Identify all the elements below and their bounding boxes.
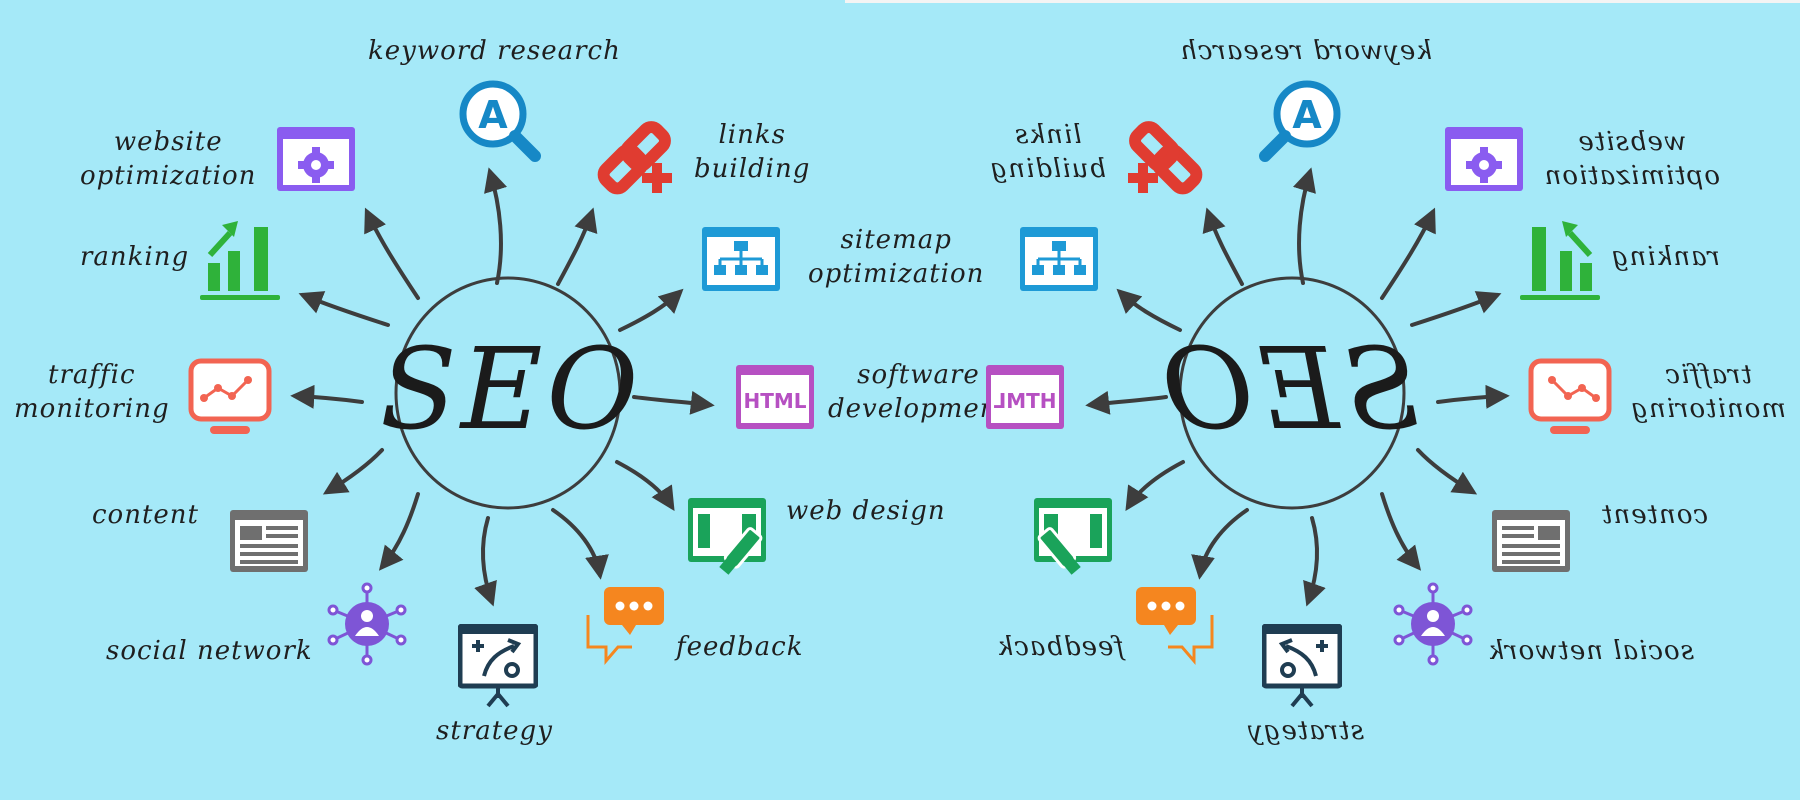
arrow-traffic (290, 384, 364, 409)
svg-text:A: A (1292, 93, 1322, 137)
arrow-sitemap (618, 288, 684, 332)
traffic-monitor-icon-mirrored (1528, 358, 1612, 434)
connector-lines-mirrored (1085, 167, 1510, 607)
arrow-ranking (298, 291, 390, 327)
label-keyword-research: keyword research (368, 36, 621, 66)
arrow-feedback (551, 508, 609, 580)
strategy-board-icon (458, 624, 538, 708)
strategy-board-icon-mirrored (1262, 624, 1342, 708)
html-window-icon: HTML (736, 365, 814, 429)
arrow-webdesign (615, 460, 675, 512)
label-links-building: links building (694, 120, 811, 184)
label-strategy-mirrored: strategy (1247, 716, 1364, 746)
link-chain-icon (597, 121, 672, 195)
connector-lines (290, 167, 715, 607)
label-links-building-mirrored: links building (989, 120, 1106, 184)
social-network-icon-mirrored (1393, 582, 1473, 666)
feedback-chat-icon-mirrored (1136, 587, 1214, 666)
social-network-icon (327, 582, 407, 666)
diagram-left: SEO keyword research website optimizatio… (14, 36, 1008, 746)
html-window-icon-mirrored: HTML (986, 365, 1064, 429)
arrow-links (556, 207, 598, 286)
arrow-content (322, 448, 384, 495)
website-gear-icon-mirrored (1445, 127, 1523, 191)
svg-text:HTML: HTML (993, 389, 1056, 413)
label-ranking: ranking (80, 242, 190, 272)
arrow-social (378, 492, 420, 571)
magnifier-icon: A (459, 80, 541, 162)
label-sitemap-optimization: sitemap optimization (808, 225, 985, 289)
content-page-icon (230, 510, 308, 572)
web-design-brush-icon (688, 498, 766, 575)
arrow-keyword (484, 167, 508, 285)
center-ellipse (394, 276, 622, 510)
center-seo-label: SEO (380, 325, 643, 455)
diagram-right-mirrored: SEO keyword research website optimizatio… (900, 0, 1800, 800)
label-feedback: feedback (676, 632, 804, 662)
label-website-optimization: website optimization (80, 127, 257, 191)
ranking-bars-icon (200, 221, 280, 300)
arrow-website (364, 207, 420, 300)
sitemap-icon-mirrored (1020, 227, 1098, 291)
label-keyword-research-mirrored: keyword research (1179, 36, 1432, 66)
content-page-icon-mirrored (1492, 510, 1570, 572)
magnifier-icon-mirrored: A (1259, 80, 1341, 162)
label-traffic-monitoring-mirrored: traffic monitoring (1630, 360, 1786, 424)
label-social-network: social network (106, 636, 313, 666)
label-ranking-mirrored: ranking (1610, 242, 1720, 272)
traffic-monitor-icon (188, 358, 272, 434)
label-web-design: web design (786, 496, 946, 526)
top-edge-line (845, 0, 1800, 3)
arrow-software (632, 390, 715, 415)
sitemap-icon (702, 227, 780, 291)
label-social-network-mirrored: social network (1487, 636, 1694, 666)
ranking-bars-icon-mirrored (1520, 221, 1600, 300)
center-seo-label-mirrored: SEO (1157, 325, 1420, 455)
feedback-chat-icon (586, 587, 664, 666)
svg-text:HTML: HTML (743, 389, 806, 413)
label-strategy: strategy (436, 716, 553, 746)
arrow-strategy (474, 516, 497, 607)
label-content: content (92, 500, 199, 530)
link-chain-icon-mirrored (1128, 121, 1203, 195)
label-software-development: software development (828, 360, 1009, 424)
web-design-brush-icon-mirrored (1034, 498, 1112, 575)
label-website-optimization-mirrored: website optimization (1543, 127, 1720, 191)
label-content-mirrored: content (1601, 500, 1708, 530)
website-gear-icon (277, 127, 355, 191)
label-traffic-monitoring: traffic monitoring (14, 360, 170, 424)
svg-text:A: A (478, 93, 508, 137)
label-feedback-mirrored: feedback (996, 632, 1124, 662)
